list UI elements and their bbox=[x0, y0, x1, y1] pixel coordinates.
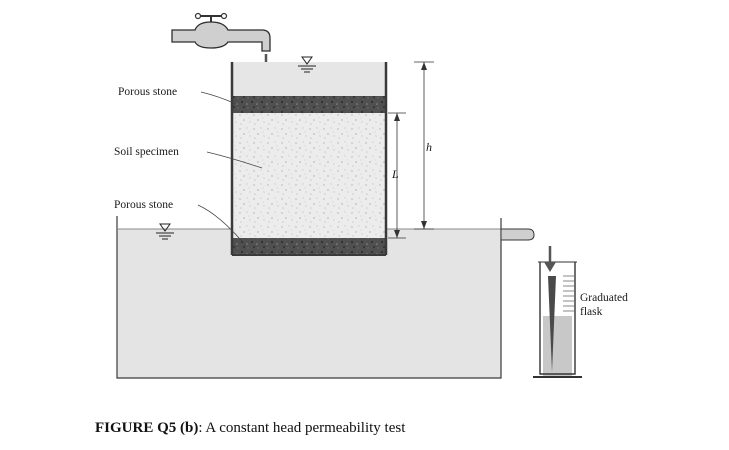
figure-id: FIGURE Q5 (b) bbox=[95, 420, 199, 436]
tank-water-level-symbol bbox=[156, 223, 174, 240]
porous-stone-top bbox=[232, 96, 386, 113]
overflow-spout bbox=[500, 228, 535, 241]
graduated-flask bbox=[533, 261, 582, 378]
porous-stone-top-label: Porous stone bbox=[118, 86, 177, 98]
length-L-label: L bbox=[391, 167, 399, 181]
head-dimension bbox=[414, 61, 434, 230]
graduated-flask-label-line1: Graduated bbox=[580, 292, 628, 304]
figure-caption-text: : A constant head permeability test bbox=[198, 420, 406, 436]
length-dimension bbox=[388, 112, 406, 239]
porous-stone-bottom bbox=[232, 238, 386, 255]
soil-specimen-label: Soil specimen bbox=[114, 146, 179, 158]
figure-caption: FIGURE Q5 (b): A constant head permeabil… bbox=[95, 420, 405, 437]
graduated-flask-label-line2: flask bbox=[580, 306, 603, 318]
porous-stone-top-leader bbox=[200, 91, 237, 105]
permeameter-cylinder bbox=[230, 62, 388, 256]
soil-specimen bbox=[232, 113, 386, 238]
porous-stone-bottom-leader bbox=[197, 204, 247, 247]
cylinder-water-level-symbol bbox=[298, 56, 316, 73]
soil-specimen-leader bbox=[206, 151, 263, 169]
outflow-arrow bbox=[544, 246, 556, 272]
head-h-label: h bbox=[426, 140, 432, 154]
water-tap bbox=[171, 12, 271, 52]
porous-stone-bottom-label: Porous stone bbox=[114, 199, 173, 211]
